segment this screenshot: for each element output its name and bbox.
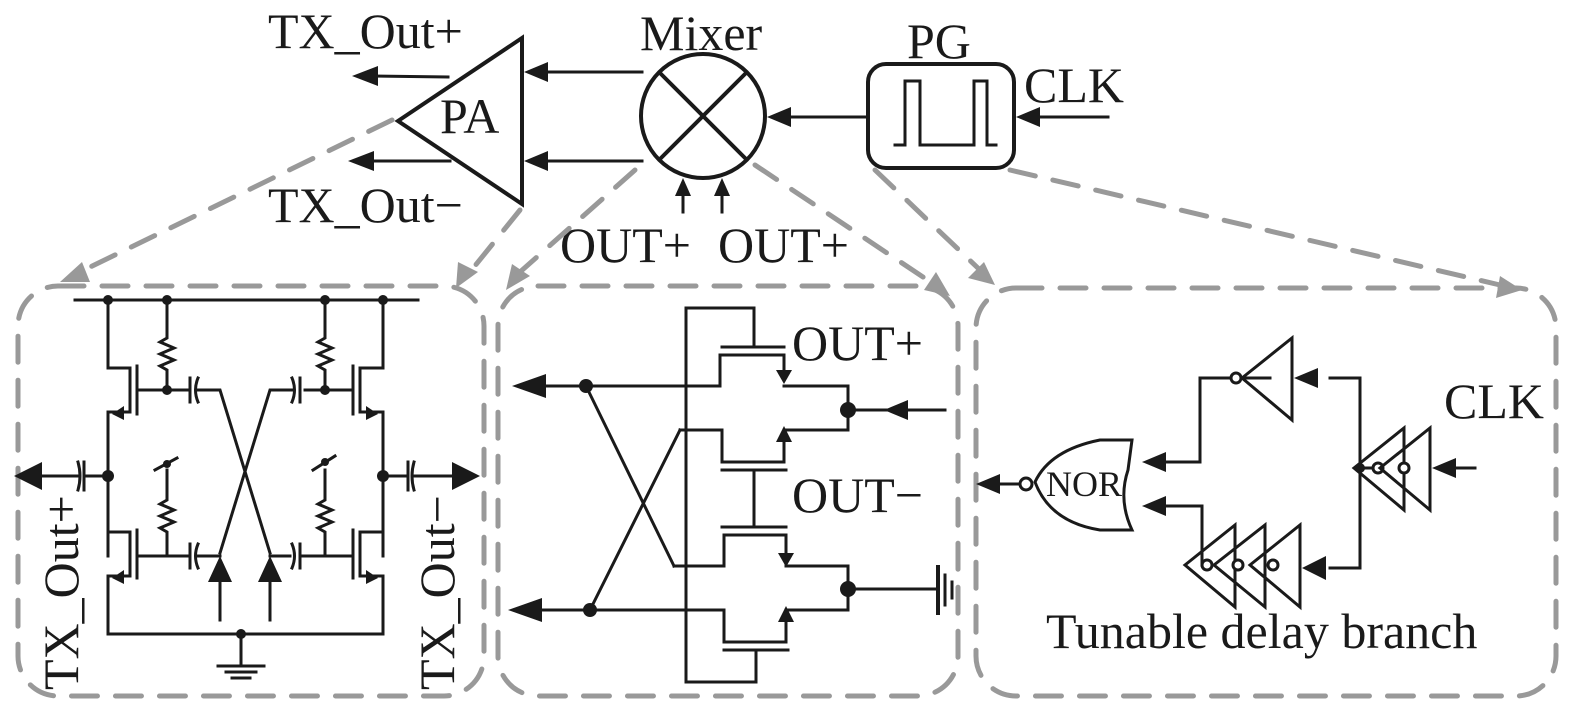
arrow-icon: [968, 262, 995, 285]
arrow-icon: [524, 62, 548, 82]
pulse-icon: [893, 79, 998, 147]
panel-border: [15, 283, 487, 699]
pa-out-left-label: TX_Out+: [33, 495, 89, 690]
callout-lines: [60, 117, 1522, 298]
pg-box: [866, 62, 1016, 170]
arrow-icon: [675, 178, 691, 196]
arrow-icon: [714, 178, 730, 196]
callout-line: [77, 117, 395, 275]
nor-gate: [1033, 438, 1135, 532]
mixer-circle: [639, 52, 767, 180]
callout-line: [752, 162, 938, 288]
arrow-icon: [524, 151, 548, 171]
pg-block: PG CLK: [866, 13, 1124, 170]
callout-line: [517, 167, 638, 275]
mixer-detail-panel: OUT+ OUT−: [495, 283, 961, 699]
arrow-icon: [456, 262, 478, 288]
mixer-cross: [657, 70, 749, 162]
arrow-icon: [1016, 107, 1040, 127]
arrow-icon: [924, 272, 950, 296]
pa-out-right-label: TX_Out−: [409, 495, 465, 690]
callout-line: [1007, 167, 1503, 288]
arrow-icon: [60, 262, 90, 282]
mixer-block: Mixer OUT+ OUT+: [560, 5, 849, 273]
mixer-out-plus-label: OUT+: [792, 315, 923, 371]
nor-label: NOR: [1046, 464, 1122, 504]
tunable-delay-caption: Tunable delay branch: [1046, 603, 1477, 659]
pa-triangle: [394, 34, 524, 208]
arrow-icon: [352, 66, 378, 86]
mixer-in-label-1: OUT+: [560, 217, 691, 273]
panel-border: [495, 283, 961, 699]
pg-detail-clk-label: CLK: [1444, 373, 1544, 429]
pg-label: PG: [907, 13, 971, 69]
pa-detail-panel: TX_Out+ TX_Out−: [14, 283, 487, 699]
arrow-icon: [348, 151, 374, 171]
mixer-in-label-2: OUT+: [718, 217, 849, 273]
arrow-icon: [506, 264, 530, 290]
mixer-out-minus-label: OUT−: [792, 467, 923, 523]
arrow-icon: [767, 107, 791, 127]
callout-line: [872, 167, 983, 273]
pa-block: PA TX_Out+ TX_Out−: [268, 3, 524, 233]
panel-border: [973, 285, 1559, 699]
mixer-label: Mixer: [640, 5, 763, 61]
tx-out-plus-label: TX_Out+: [268, 3, 463, 59]
pa-out-plus-wire: [368, 74, 450, 79]
pa-label: PA: [440, 88, 499, 144]
pg-clk-label: CLK: [1024, 57, 1124, 113]
callout-line: [467, 207, 523, 275]
tx-out-minus-label: TX_Out−: [268, 177, 463, 233]
pg-detail-panel: NOR CLK Tunable delay branch: [973, 285, 1559, 699]
